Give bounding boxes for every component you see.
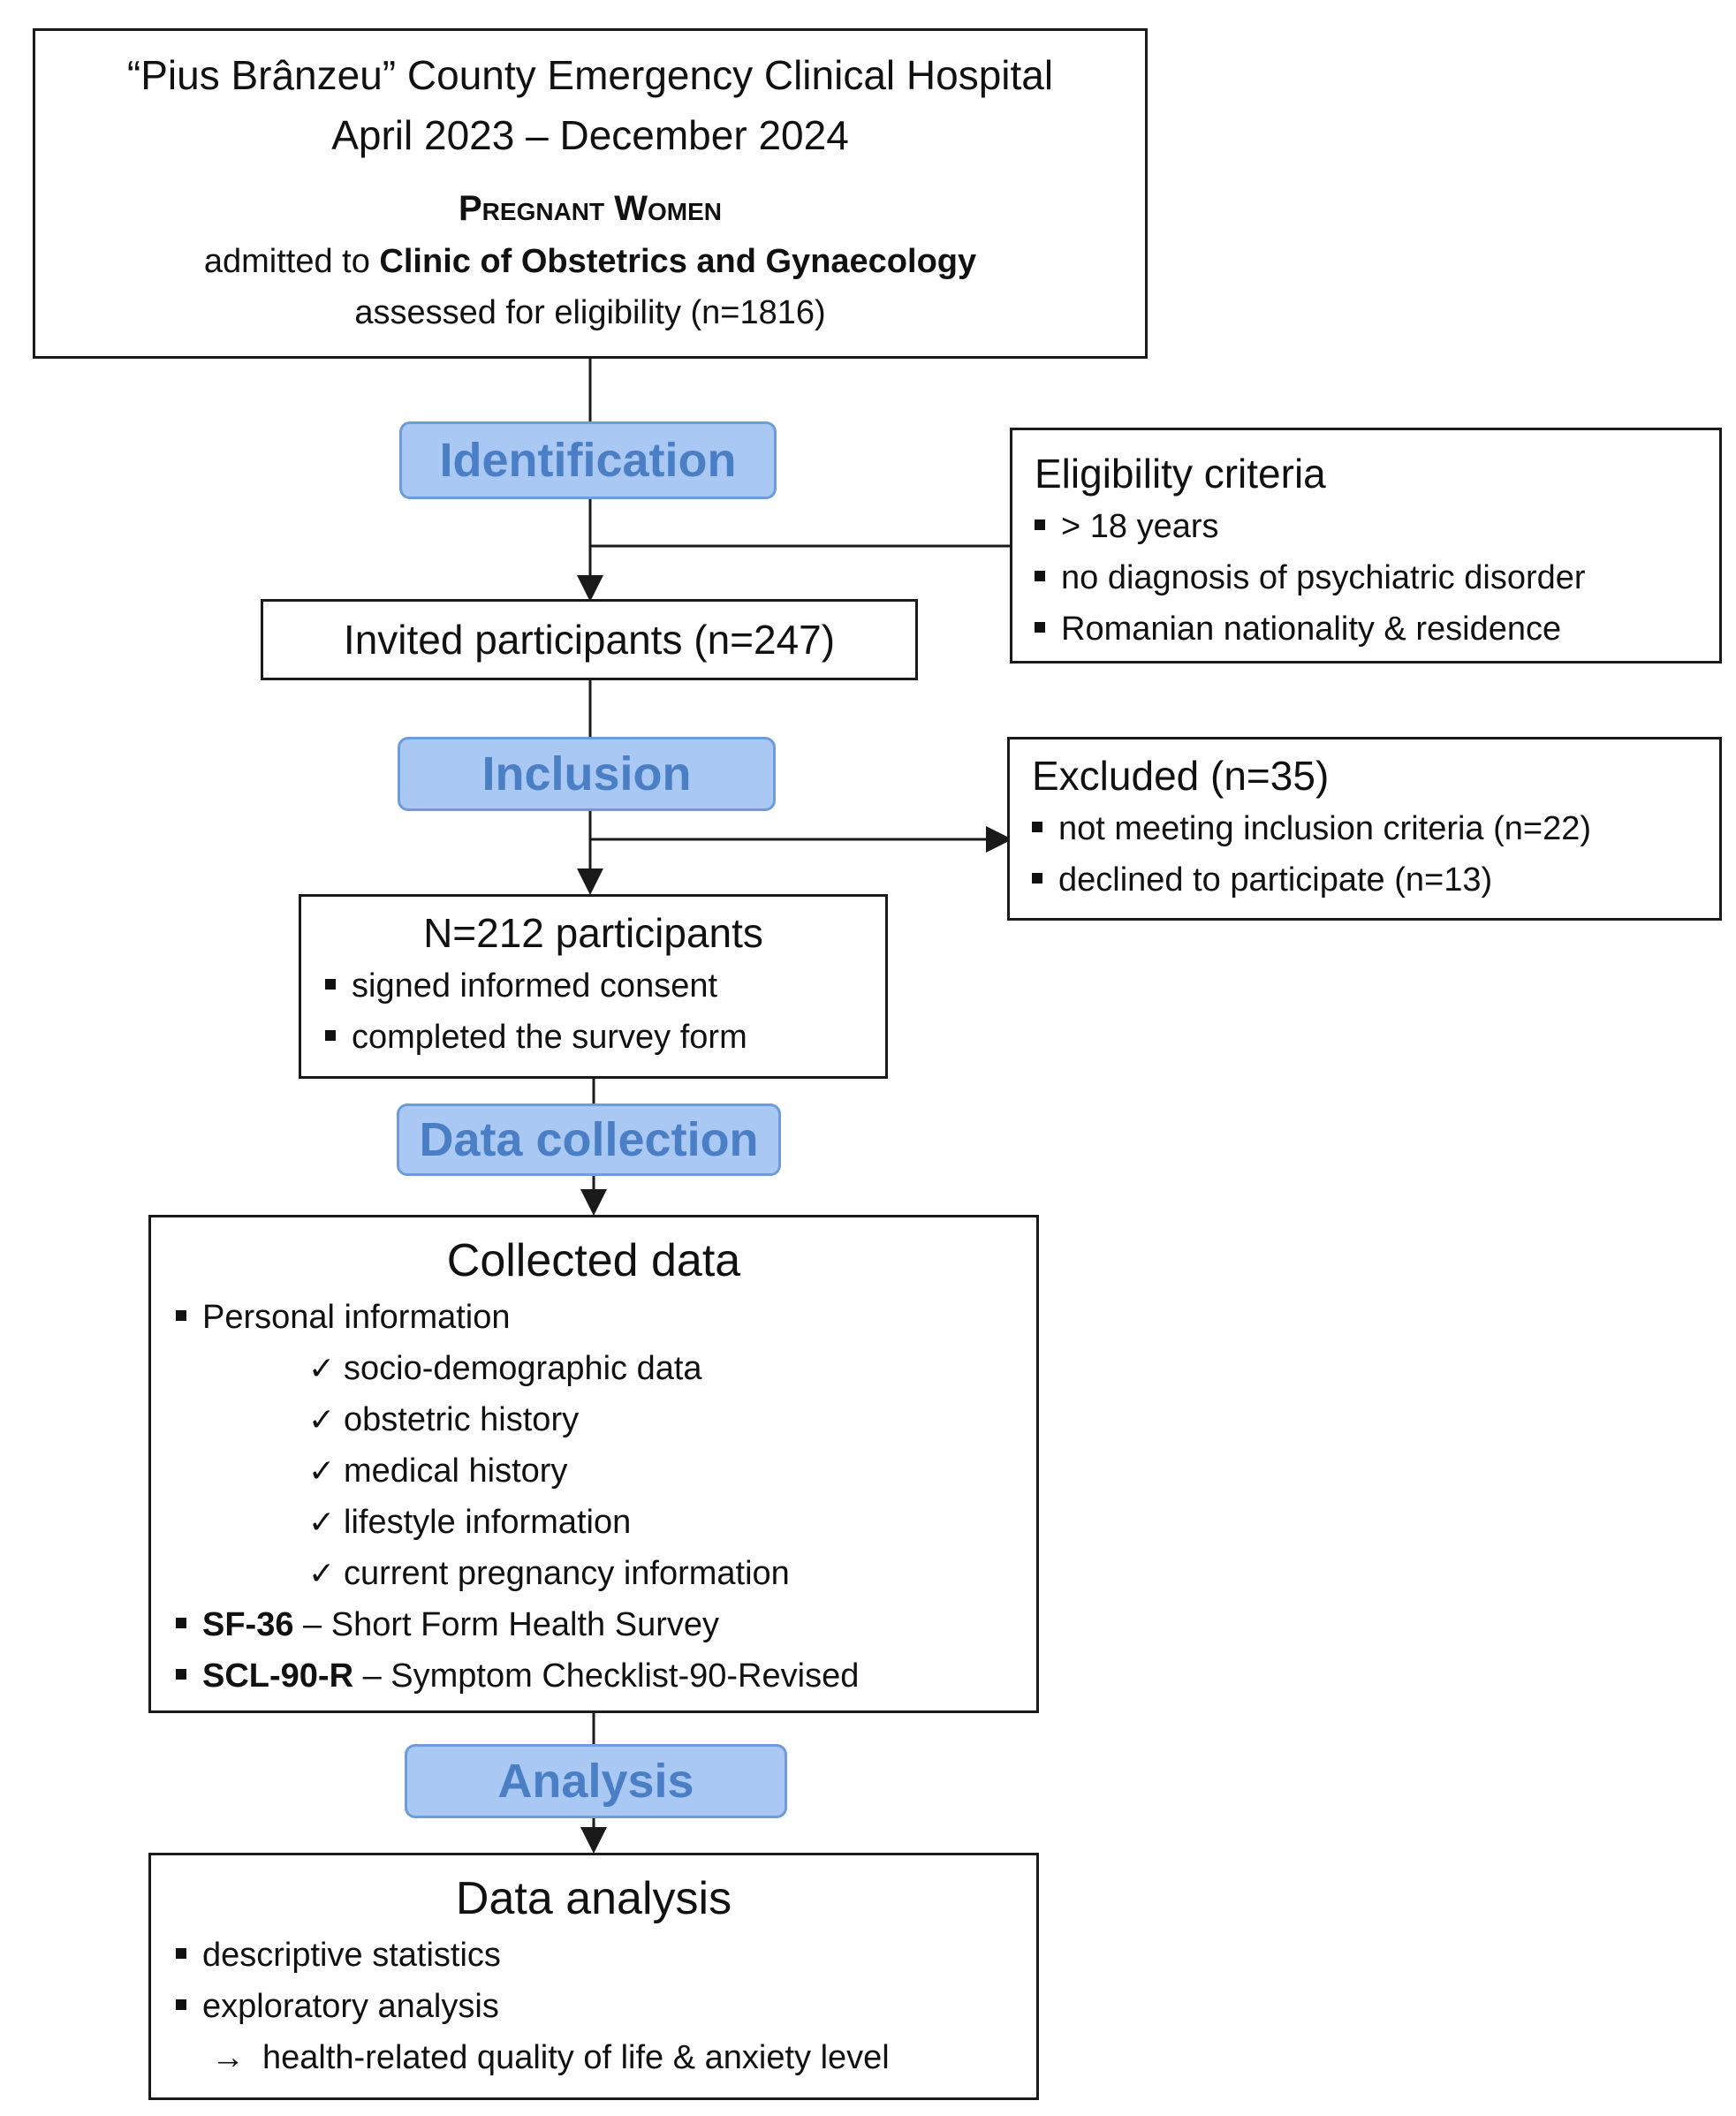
invited-count: Invited participants (n=247) [343,617,836,663]
bullet-icon [325,978,336,990]
data-analysis-title: Data analysis [455,1873,732,1924]
study-period: April 2023 – December 2024 [331,112,849,158]
bullet-icon [176,1309,186,1321]
check-icon: ✓ [308,1350,336,1386]
collected-data-box: Collected data Personal information ✓soc… [148,1215,1039,1713]
analysis-subitem: →health-related quality of life & anxiet… [176,2032,1036,2083]
participants-item: signed informed consent [325,960,885,1012]
bullet-icon [1035,621,1045,633]
eligibility-box: Eligibility criteria > 18 years no diagn… [1010,428,1722,664]
arrow-right-icon: → [211,2039,245,2076]
analysis-item: descriptive statistics [176,1930,1036,1981]
clinic-name: Clinic of Obstetrics and Gynaecology [379,243,977,280]
personal-subitem: ✓medical history [176,1445,1036,1497]
check-icon: ✓ [308,1555,336,1591]
admission-line: admitted to Clinic of Obstetrics and Gyn… [35,236,1145,287]
excluded-item: not meeting inclusion criteria (n=22) [1032,803,1719,854]
scl90r-name: SCL-90-R [202,1657,354,1695]
bullet-icon [176,1947,186,1959]
excluded-item: declined to participate (n=13) [1032,854,1719,906]
participants-title: N=212 participants [423,910,763,956]
population-title: Pregnant Women [459,189,722,228]
bullet-icon [1035,570,1045,581]
bullet-icon [1032,821,1042,832]
bullet-icon [325,1029,336,1041]
collected-item: Personal information [176,1292,1036,1343]
analysis-item: exploratory analysis [176,1981,1036,2032]
excluded-box: Excluded (n=35) not meeting inclusion cr… [1007,737,1722,921]
stage-inclusion: Inclusion [398,737,776,811]
hospital-box: “Pius Brânzeu” County Emergency Clinical… [33,28,1148,359]
eligibility-item: Romanian nationality & residence [1035,603,1719,655]
data-analysis-box: Data analysis descriptive statistics exp… [148,1853,1039,2100]
stage-identification: Identification [399,421,777,499]
personal-subitem: ✓lifestyle information [176,1497,1036,1548]
hospital-name: “Pius Brânzeu” County Emergency Clinical… [126,52,1054,98]
personal-subitem: ✓socio-demographic data [176,1343,1036,1394]
bullet-icon [1032,872,1042,884]
admission-prefix: admitted to [203,243,380,280]
check-icon: ✓ [308,1452,336,1489]
participants-box: N=212 participants signed informed conse… [299,894,888,1079]
stage-analysis: Analysis [405,1744,787,1818]
stage-data-collection: Data collection [397,1104,781,1176]
bullet-icon [176,1617,186,1628]
personal-subitem: ✓obstetric history [176,1394,1036,1445]
eligibility-title: Eligibility criteria [1035,451,1326,497]
bullet-icon [1035,519,1045,530]
bullet-icon [176,1998,186,2010]
check-icon: ✓ [308,1401,336,1437]
eligibility-item: > 18 years [1035,501,1719,552]
eligibility-item: no diagnosis of psychiatric disorder [1035,552,1719,603]
check-icon: ✓ [308,1504,336,1540]
participants-item: completed the survey form [325,1012,885,1063]
collected-data-title: Collected data [446,1235,741,1286]
personal-subitem: ✓current pregnancy information [176,1548,1036,1599]
sf36-name: SF-36 [202,1606,294,1643]
collected-item: SF-36 – Short Form Health Survey [176,1599,1036,1650]
bullet-icon [176,1668,186,1680]
excluded-title: Excluded (n=35) [1032,753,1330,799]
collected-item: SCL-90-R – Symptom Checklist-90-Revised [176,1650,1036,1702]
assessed-count: assessed for eligibility (n=1816) [354,294,826,331]
invited-box: Invited participants (n=247) [261,599,918,680]
